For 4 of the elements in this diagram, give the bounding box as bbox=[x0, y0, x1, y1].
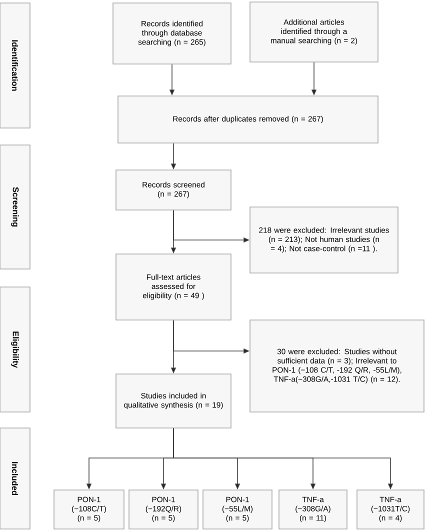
phase-band: Screening bbox=[0, 144, 30, 270]
phase-band: Included bbox=[0, 428, 30, 530]
phase-band: Eligibility bbox=[0, 286, 30, 412]
phase-band: Identification bbox=[0, 2, 30, 128]
